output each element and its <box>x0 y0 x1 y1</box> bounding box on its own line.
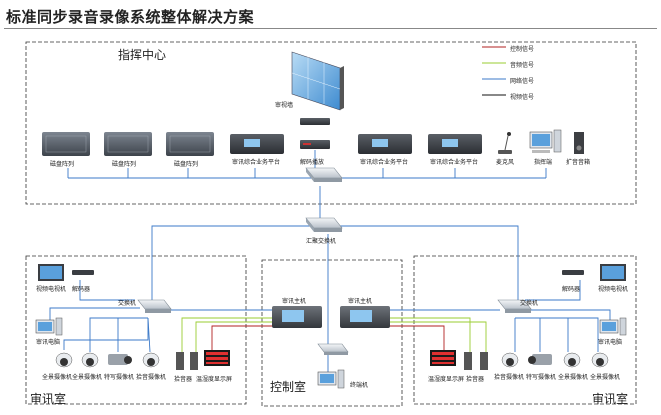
right-tv-icon <box>600 264 626 281</box>
label-mic: 麦克风 <box>496 159 515 166</box>
label-left-display: 温湿度显示屏 <box>196 376 233 383</box>
label-platform-3: 审讯综合业务平台 <box>430 159 479 166</box>
command-center-zone <box>25 41 637 205</box>
right-cam-4-icon <box>501 352 519 368</box>
label-right-cam-2: 全景摄像机 <box>558 374 589 381</box>
left-decoder-icon <box>72 270 94 275</box>
label-right-cam-1: 全景摄像机 <box>590 374 621 381</box>
label-decoder: 解码播放 <box>300 159 325 166</box>
zone-label-control: 控制室 <box>270 380 307 394</box>
interrogation-host-2 <box>340 306 390 328</box>
control-room-zone <box>261 259 403 407</box>
label-left-pc: 审讯电脑 <box>36 339 61 346</box>
platform-server-2 <box>358 134 412 154</box>
legend-control: 控制信号 <box>510 46 535 53</box>
storage-array-1 <box>42 132 90 156</box>
zone-label-right-room: 审讯室 <box>592 392 629 406</box>
signal-lines <box>181 317 487 352</box>
label-left-pickup: 拾音器 <box>174 376 193 383</box>
left-cam-3-icon <box>108 354 132 365</box>
platform-server-1 <box>230 134 284 154</box>
left-switch-icon <box>137 299 172 313</box>
zone-label-command: 指挥中心 <box>118 48 167 62</box>
right-interrogation-zone <box>413 255 637 405</box>
microphone-icon <box>498 132 512 154</box>
label-left-switch: 交换机 <box>118 300 137 307</box>
label-right-cam-4: 拾音摄像机 <box>494 374 525 381</box>
decoder-unit-1 <box>300 118 330 125</box>
platform-server-3 <box>428 134 482 154</box>
legend-network: 网络信号 <box>510 78 535 85</box>
label-video-wall: 审视墙 <box>275 102 294 109</box>
label-left-decoder: 解码器 <box>72 286 91 293</box>
right-pickup-icon <box>464 352 488 370</box>
left-cam-1-icon <box>55 352 73 368</box>
label-speaker: 扩音音箱 <box>566 159 591 166</box>
legend-audio: 音频信号 <box>510 62 535 69</box>
title-rule <box>4 28 657 29</box>
storage-array-2 <box>104 132 152 156</box>
control-pc-icon <box>317 369 345 389</box>
video-wall-icon <box>291 51 344 111</box>
left-tv-icon <box>38 264 64 281</box>
right-display-icon <box>430 350 456 366</box>
right-decoder-icon <box>562 270 584 275</box>
label-left-cam-1: 全景摄像机 <box>42 374 73 381</box>
left-interrogation-zone <box>25 255 247 405</box>
zone-label-left-room: 审讯室 <box>30 392 67 406</box>
label-platform-2: 审讯综合业务平台 <box>360 159 409 166</box>
control-switch-icon <box>317 343 349 355</box>
label-core-switch: 汇聚交换机 <box>306 238 337 245</box>
label-left-cam-3: 特写摄像机 <box>104 374 135 381</box>
right-cam-1-icon <box>591 352 609 368</box>
label-left-cam-2: 全景摄像机 <box>72 374 103 381</box>
label-right-switch: 交换机 <box>520 300 539 307</box>
right-cam-3-icon <box>528 354 552 365</box>
label-storage-2: 磁盘阵列 <box>112 161 137 168</box>
left-pickup-icon <box>176 352 198 370</box>
speaker-icon <box>574 132 584 154</box>
left-cam-2-icon <box>81 352 99 368</box>
decoder-unit-2 <box>300 140 330 149</box>
label-left-cam-4: 拾音摄像机 <box>136 374 167 381</box>
label-right-decoder: 解码器 <box>562 286 581 293</box>
command-network-lines <box>49 150 611 380</box>
label-command-pc: 指挥端 <box>534 159 553 166</box>
label-storage-3: 磁盘阵列 <box>174 161 199 168</box>
label-platform-1: 审讯综合业务平台 <box>232 159 281 166</box>
left-pc-icon <box>35 317 63 336</box>
right-cam-2-icon <box>563 352 581 368</box>
interrogation-host-1 <box>272 306 322 328</box>
command-switch-icon <box>305 167 343 182</box>
diagram-title: 标准同步录音录像系统整体解决方案 <box>6 8 255 26</box>
label-host-2: 审讯主机 <box>348 298 373 305</box>
left-display-icon <box>204 350 230 366</box>
left-cam-4-icon <box>142 352 160 368</box>
label-right-pc: 审讯电脑 <box>598 339 623 346</box>
right-pc-icon <box>599 317 627 336</box>
label-left-tv: 视频电视机 <box>36 286 67 293</box>
storage-array-3 <box>166 132 214 156</box>
label-right-pickup: 拾音器 <box>466 376 485 383</box>
label-control-pc: 终端机 <box>350 382 369 389</box>
label-host-1: 审讯主机 <box>282 298 307 305</box>
label-storage-1: 磁盘阵列 <box>50 161 75 168</box>
label-right-display: 温湿度显示屏 <box>428 376 465 383</box>
core-switch-icon <box>305 217 343 232</box>
command-pc-icon <box>529 129 562 153</box>
legend-video: 视频信号 <box>510 94 535 101</box>
label-right-tv: 视频电视机 <box>598 286 629 293</box>
right-switch-icon <box>497 299 532 313</box>
label-right-cam-3: 特写摄像机 <box>526 374 557 381</box>
